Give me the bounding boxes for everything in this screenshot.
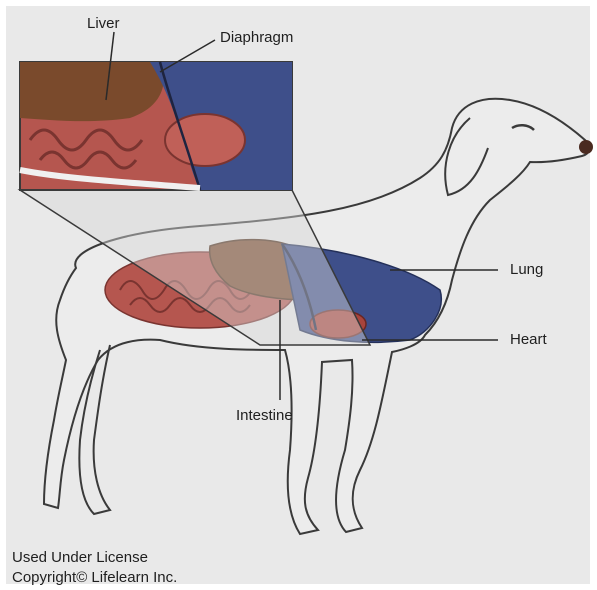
label-lung: Lung	[510, 262, 543, 277]
label-liver: Liver	[87, 16, 120, 31]
credit-line-2: Copyright© Lifelearn Inc.	[12, 570, 177, 585]
label-diaphragm: Diaphragm	[220, 30, 293, 45]
inset-liver	[20, 62, 164, 121]
credit-line-1: Used Under License	[12, 550, 148, 565]
label-intestine: Intestine	[236, 408, 293, 423]
dog-nose	[579, 140, 593, 154]
label-heart: Heart	[510, 332, 547, 347]
